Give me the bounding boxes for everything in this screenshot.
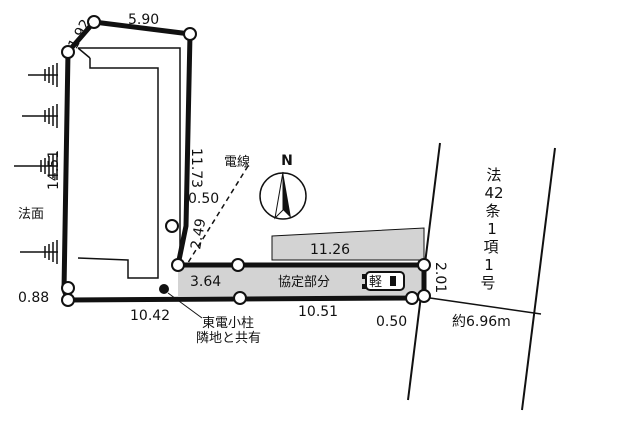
road-label-2: 42 <box>484 184 503 202</box>
power-line-label: 電線 <box>224 154 250 170</box>
dim-top: 5.90 <box>128 12 159 28</box>
marker <box>61 293 75 307</box>
road: 法 42 条 1 項 1 号 約6.96m <box>407 142 556 411</box>
dim-bottom-left-corner: 0.88 <box>18 290 49 306</box>
pole-leader-line <box>167 292 203 319</box>
marker <box>183 27 197 41</box>
slope-label: 法面 <box>18 207 44 222</box>
road-label-1: 法 <box>486 166 501 184</box>
marker <box>87 15 101 29</box>
agreement-area-label: 協定部分 <box>278 275 330 290</box>
road-label-5: 項 <box>483 238 498 256</box>
road-label-3: 条 <box>485 202 500 220</box>
dim-top-left-corner: 1.92 <box>65 17 94 52</box>
slope-icon <box>20 240 58 264</box>
marker <box>417 289 431 303</box>
north-compass: N <box>259 153 307 220</box>
building-outline <box>77 47 181 279</box>
dim-bottom-left: 10.42 <box>130 308 170 324</box>
marker <box>165 219 179 233</box>
north-label: N <box>281 153 293 169</box>
slope-icon <box>28 63 58 87</box>
dim-flag-left: 2.49 <box>188 217 209 250</box>
pole-label-line2: 隣地と共有 <box>196 330 261 346</box>
marker <box>61 281 75 295</box>
marker <box>405 291 419 305</box>
pole-label-line1: 東電小柱 <box>202 315 254 331</box>
slope-icon <box>14 152 58 180</box>
marker <box>61 45 75 59</box>
marker <box>171 258 185 272</box>
road-label-6: 1 <box>484 256 494 274</box>
slope-symbols <box>14 63 58 264</box>
dim-left: 14.51 <box>46 150 62 190</box>
road-width-line <box>429 297 542 315</box>
marker <box>231 258 245 272</box>
road-edge-right <box>521 147 556 411</box>
road-label-4: 1 <box>487 220 497 238</box>
grey-area-dim: 11.26 <box>310 242 350 258</box>
utility-pole-icon <box>159 284 169 294</box>
dim-passage-bottom: 10.51 <box>298 304 338 320</box>
dim-right-upper: 11.73 <box>188 148 204 188</box>
compass-needle-white <box>274 171 284 220</box>
dim-small-jog: 0.50 <box>188 191 219 207</box>
slope-icon <box>22 104 58 128</box>
corner-markers <box>61 15 431 307</box>
kei-car-label: 軽 <box>369 275 382 290</box>
road-label-7: 号 <box>480 274 495 292</box>
marker <box>233 291 247 305</box>
power-line <box>185 165 249 267</box>
marker <box>417 258 431 272</box>
dim-end-bottom: 0.50 <box>376 314 407 330</box>
dim-passage-top-inner: 3.64 <box>190 274 221 290</box>
car-icon: 軽 <box>362 271 405 291</box>
dim-end-right: 2.01 <box>432 262 448 293</box>
road-width-label: 約6.96m <box>452 314 511 330</box>
